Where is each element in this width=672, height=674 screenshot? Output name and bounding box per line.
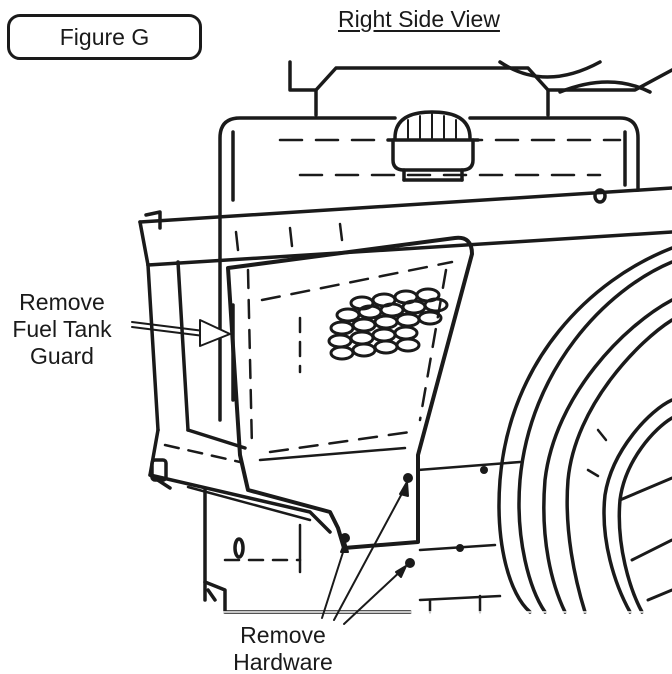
guard-vent-slots [327, 287, 449, 361]
frame-top-rail [138, 186, 672, 267]
frame-leg [146, 260, 332, 534]
fuel-tank-guard-arrow [131, 319, 231, 347]
engine-top [288, 60, 672, 117]
fuel-tank-guard-callout: Remove Fuel Tank Guard [0, 289, 124, 370]
hardware-leader-lines [321, 481, 409, 625]
fuel-callout-line-3: Guard [30, 343, 94, 369]
fuel-callout-line-2: Fuel Tank [12, 316, 112, 342]
hardware-callout-line-2: Hardware [233, 649, 333, 674]
lower-frame [203, 460, 522, 614]
figure-label-box: Figure G [7, 14, 202, 60]
hardware-callout-line-1: Remove [240, 622, 326, 648]
wheel [497, 246, 672, 614]
fuel-tank-guard [226, 235, 474, 550]
view-title: Right Side View [338, 6, 500, 32]
figure-label: Figure G [59, 23, 150, 50]
hardware-bolts [340, 466, 488, 568]
hardware-callout: Remove Hardware [195, 622, 371, 674]
fuel-cap [386, 110, 480, 182]
fuel-callout-line-1: Remove [19, 289, 105, 315]
